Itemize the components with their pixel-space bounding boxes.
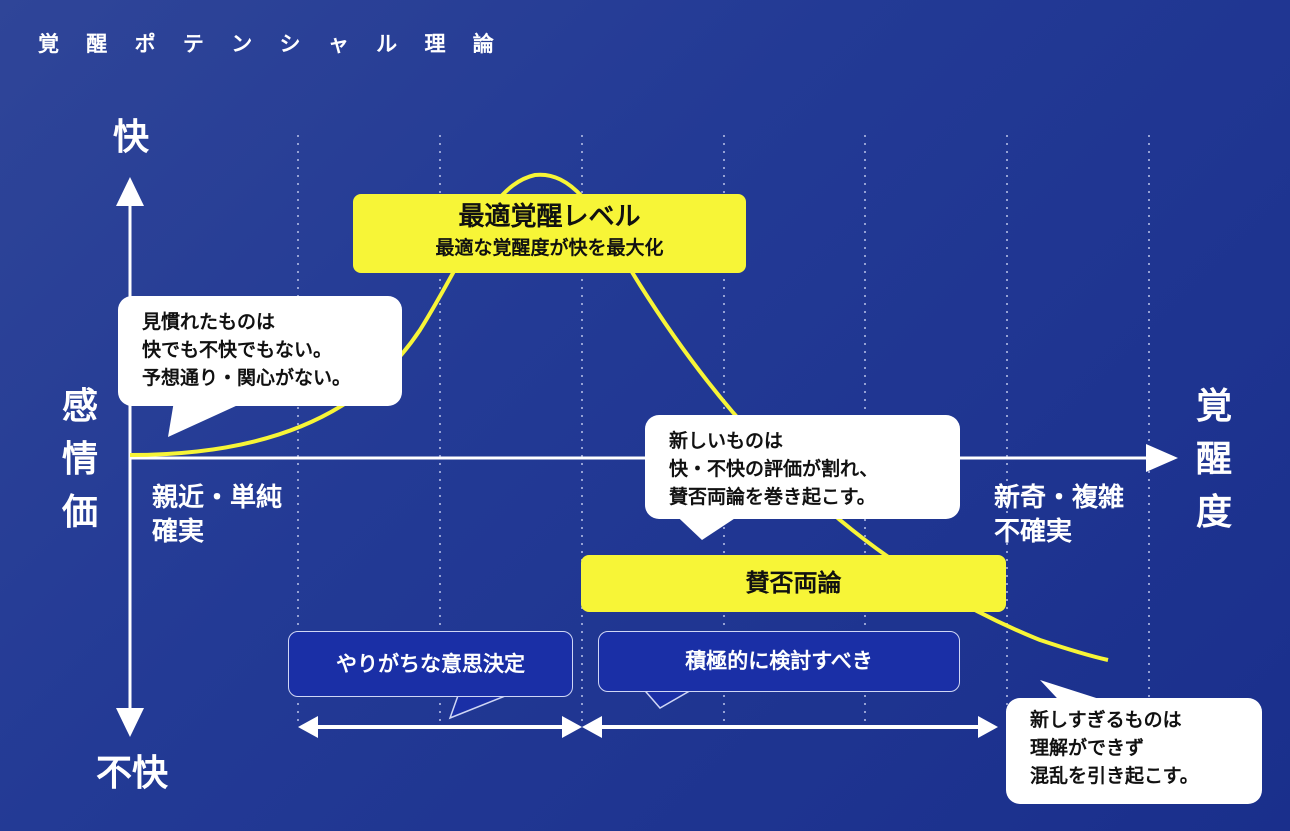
x-axis-right-label: 新奇・複雑 不確実 <box>994 481 1124 549</box>
bubble-line: 快・不快の評価が割れ、 <box>669 458 879 480</box>
y-axis-top-label: 快 <box>112 117 149 158</box>
optimal-level-title: 最適覚醒レベル <box>458 202 641 232</box>
decision-recommended-box: 積極的に検討すべき <box>598 631 960 692</box>
bubble-new: 新しいものは 快・不快の評価が割れ、 賛否両論を巻き起こす。 <box>645 415 960 519</box>
bubble-too-new: 新しすぎるものは 理解ができず 混乱を引き起こす。 <box>1006 698 1262 804</box>
bubble-familiar: 見慣れたものは 快でも不快でもない。 予想通り・関心がない。 <box>118 296 402 406</box>
y-axis-name-char: 感 <box>61 386 98 427</box>
y-axis-name-char: 価 <box>61 492 98 533</box>
bubble-line: 快でも不快でもない。 <box>142 339 333 361</box>
x-axis-left-line: 確実 <box>152 517 205 547</box>
x-axis-name: 覚 醒 度 <box>1192 380 1236 539</box>
bubble-line: 新しすぎるものは <box>1030 709 1182 731</box>
y-axis-arrow-down <box>116 708 144 737</box>
decision-common-box: やりがちな意思決定 <box>288 631 573 697</box>
controversy-box: 賛否両論 <box>581 555 1006 612</box>
x-axis-name-char: 覚 <box>1195 386 1232 427</box>
y-axis-bottom-label: 不快 <box>95 753 168 794</box>
y-axis-arrow-up <box>116 177 144 206</box>
optimal-level-subtitle: 最適な覚醒度が快を最大化 <box>435 237 664 259</box>
bubble-line: 賛否両論を巻き起こす。 <box>669 486 876 508</box>
bubble-line: 見慣れたものは <box>142 311 276 333</box>
optimal-level-box: 最適覚醒レベル 最適な覚醒度が快を最大化 <box>353 194 746 273</box>
x-axis-arrow <box>1146 444 1178 472</box>
bubble-line: 理解ができず <box>1030 737 1145 759</box>
page-title: 覚 醒 ポ テ ン シ ャ ル 理 論 <box>38 32 504 56</box>
range-recommended <box>582 716 998 738</box>
range-common <box>298 716 582 738</box>
y-axis-name: 感 情 価 <box>58 380 102 539</box>
bubble-line: 新しいものは <box>669 430 784 452</box>
x-axis-name-char: 醒 <box>1195 439 1232 480</box>
x-axis-left-label: 親近・単純 確実 <box>152 481 282 549</box>
y-axis-name-char: 情 <box>61 439 98 480</box>
bubble-line: 混乱を引き起こす。 <box>1030 765 1199 787</box>
bubble-line: 予想通り・関心がない。 <box>142 367 352 389</box>
x-axis-right-line: 新奇・複雑 <box>994 483 1125 513</box>
x-axis-right-line: 不確実 <box>994 517 1073 547</box>
x-axis-name-char: 度 <box>1195 492 1232 533</box>
x-axis-left-line: 親近・単純 <box>152 483 283 513</box>
